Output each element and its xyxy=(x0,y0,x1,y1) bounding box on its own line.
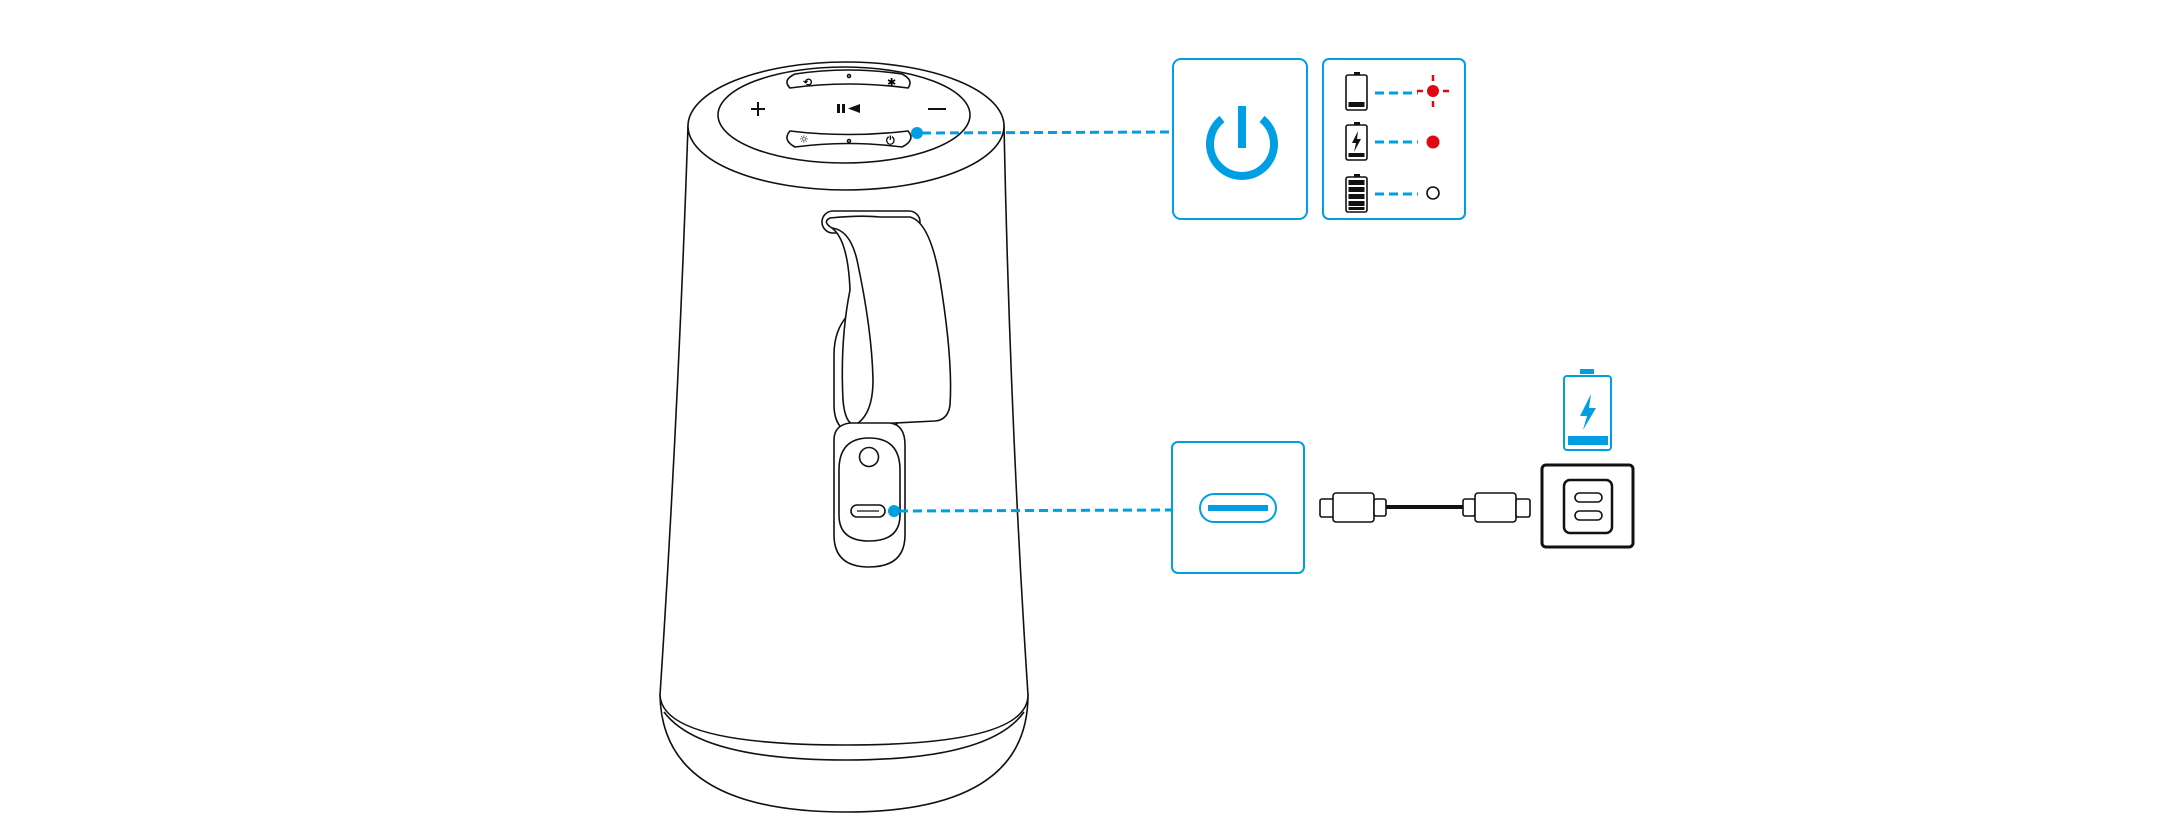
led-red-solid-icon xyxy=(1426,135,1440,149)
usb-c-port-icon xyxy=(1199,493,1277,523)
aux-button[interactable] xyxy=(858,446,880,468)
power-button-callout-dot xyxy=(911,127,923,139)
handle-strap xyxy=(825,215,952,426)
usb-c-cable xyxy=(1319,492,1531,523)
battery-low-icon xyxy=(1345,72,1368,111)
usb-c-charger xyxy=(1540,463,1635,549)
cable-plug-right xyxy=(1474,492,1517,523)
control-panel xyxy=(717,66,971,164)
power-button-icon[interactable]: ⏻ xyxy=(886,134,895,147)
charger-port-2 xyxy=(1574,510,1603,521)
power-icon xyxy=(1206,106,1278,180)
power-panel xyxy=(1172,58,1308,220)
cable-plug-left-tip xyxy=(1319,498,1335,518)
party-mode-icon[interactable]: ⟲ xyxy=(803,76,812,89)
battery-full-icon xyxy=(1345,174,1368,213)
usb-port-callout-dot xyxy=(888,505,900,517)
indicator-dot-bottom xyxy=(846,138,852,144)
cable-plug-left xyxy=(1332,492,1375,523)
led-off-icon xyxy=(1426,186,1440,200)
battery-charging-icon xyxy=(1345,122,1368,161)
bluetooth-icon[interactable]: ✱ xyxy=(887,76,896,89)
battery-indicator-panel xyxy=(1322,58,1466,220)
handle-strap-fold xyxy=(831,227,874,426)
bottom-button-pill[interactable] xyxy=(786,130,912,148)
play-pause-icon[interactable] xyxy=(837,104,860,113)
top-button-pill[interactable] xyxy=(786,69,911,89)
volume-up-icon[interactable] xyxy=(751,102,765,116)
speaker-base-edge xyxy=(663,711,1025,761)
usb-callout-line xyxy=(898,508,1173,513)
indicator-dot-top xyxy=(846,73,852,79)
charger-port-1 xyxy=(1574,492,1603,503)
speaker: ⟲ ✱ ☼ ⏻ xyxy=(659,61,1029,813)
usb-c-panel xyxy=(1171,441,1305,574)
led-red-blinking-icon xyxy=(1417,75,1449,107)
cable-plug-right-tip xyxy=(1515,498,1531,518)
charging-battery-icon xyxy=(1563,369,1612,451)
light-icon[interactable]: ☼ xyxy=(799,133,809,146)
